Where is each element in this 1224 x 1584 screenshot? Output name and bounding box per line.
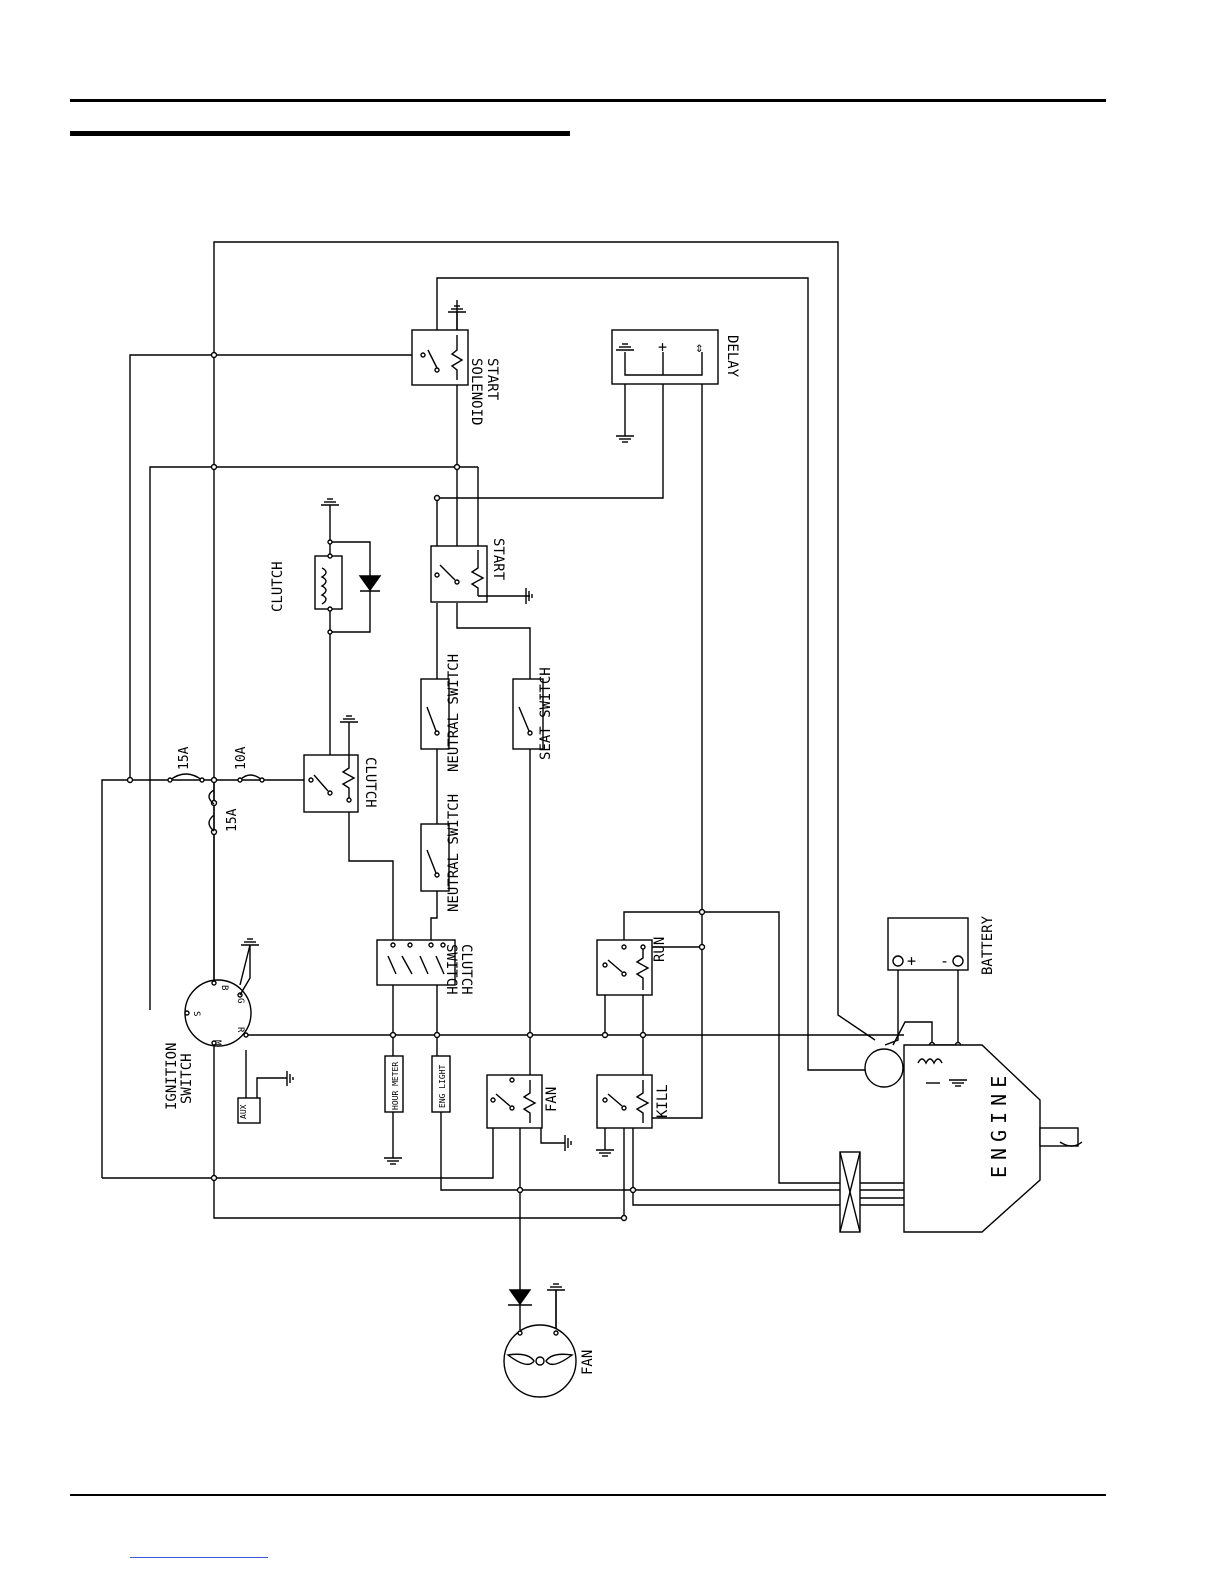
ground-icon	[321, 499, 339, 520]
neutral-switch-upper-label: NEUTRAL SWITCH	[446, 654, 462, 772]
battery-plus: +	[907, 952, 916, 970]
neutral-switch-lower-label: NEUTRAL SWITCH	[446, 794, 462, 912]
clutch-relay	[304, 738, 358, 812]
start-solenoid-label: START SOLENOID	[468, 358, 500, 425]
start-solenoid	[412, 300, 468, 385]
start-relay	[431, 546, 530, 602]
clutch-coil-label: CLUTCH	[270, 561, 286, 612]
kill-relay-label: KILL	[655, 1084, 671, 1118]
clutch-relay-label: CLUTCH	[362, 757, 378, 808]
ign-g-label: G	[235, 998, 245, 1003]
battery	[888, 918, 968, 970]
clutch-coil	[315, 520, 380, 634]
neutral-switch-upper	[421, 679, 449, 749]
aux-label: AUX	[239, 1104, 248, 1119]
delay-plus: +	[658, 338, 667, 356]
fuse-15a-top-label: 15A	[177, 746, 192, 770]
delay-arrow: ⇕	[695, 340, 703, 356]
neutral-switch-lower	[421, 824, 449, 891]
ignition-switch-label: IGNITION SWITCH	[164, 1034, 195, 1110]
fan-motor	[504, 1284, 576, 1397]
fuse-15a-mid-label: 15A	[225, 808, 240, 832]
battery-label: BATTERY	[980, 915, 996, 975]
fan-motor-label: FAN	[580, 1350, 596, 1375]
run-relay	[597, 940, 652, 995]
battery-minus: -	[940, 952, 949, 970]
wires	[102, 242, 958, 1345]
start-relay-label: START	[490, 538, 506, 581]
clutch-switch-label: CLUTCH SWITCH	[443, 944, 474, 1003]
ground-icon	[616, 436, 634, 442]
ign-b-label: B	[219, 985, 229, 990]
ground-icon	[241, 939, 259, 945]
engine	[840, 1045, 1082, 1232]
run-relay-label: RUN	[652, 937, 668, 962]
fan-relay	[487, 1075, 542, 1128]
engine-label: ENGINE	[987, 1070, 1011, 1178]
fuse-10a-label: 10A	[234, 746, 249, 770]
hour-meter-label: HOUR METER	[391, 1062, 400, 1110]
delay-label: DELAY	[724, 335, 740, 378]
fan-relay-label: FAN	[544, 1087, 560, 1112]
ign-s-label: S	[191, 1011, 201, 1016]
ground-icon	[340, 716, 358, 738]
seat-switch-label: SEAT SWITCH	[538, 667, 554, 760]
ign-m-label: M	[212, 1040, 222, 1046]
eng-light-label: ENG LIGHT	[438, 1064, 447, 1108]
ground-icon	[448, 306, 466, 330]
ground-icon	[565, 1135, 571, 1151]
ign-r-label: R	[235, 1027, 245, 1033]
